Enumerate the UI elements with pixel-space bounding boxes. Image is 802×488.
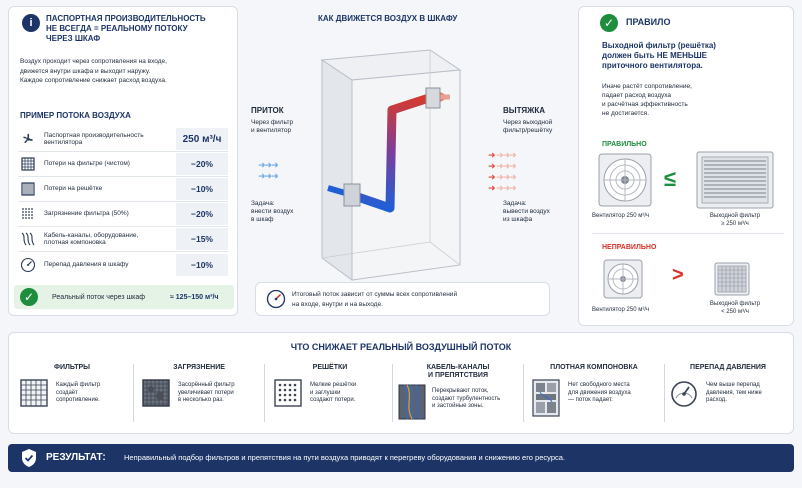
wrong-title: НЕПРАВИЛЬНО bbox=[602, 244, 657, 251]
flow-value: −15% bbox=[176, 228, 228, 250]
gauge-icon bbox=[266, 289, 286, 314]
check-icon: ✓ bbox=[20, 288, 38, 306]
rule-subtext: Иначе растёт сопротивление,падает расход… bbox=[602, 83, 692, 117]
cables-icon bbox=[18, 230, 38, 248]
center-title: КАК ДВИЖЕТСЯ ВОЗДУХ В ШКАФУ bbox=[318, 14, 458, 23]
pressure-gauge-icon bbox=[671, 381, 697, 407]
result-text: Неправильный подбор фильтров и препятств… bbox=[124, 453, 565, 462]
left-intro-text: Воздух проходит через сопротивления на в… bbox=[20, 58, 167, 84]
center-note-text: Итоговый поток зависит от суммы всех соп… bbox=[292, 291, 458, 308]
center-note bbox=[255, 282, 550, 316]
grille-icon bbox=[18, 180, 38, 198]
outflow-arrows: ➜ ➜➜➜ ➜ ➜➜➜ ➜ ➜➜➜ ➜ ➜➜➜ bbox=[488, 150, 517, 193]
rule-text: Выходной фильтр (решётка)должен быть НЕ … bbox=[602, 41, 716, 70]
factors-title: ЧТО СНИЖАЕТ РЕАЛЬНЫЙ ВОЗДУШНЫЙ ПОТОК bbox=[290, 342, 512, 352]
shield-check-icon bbox=[22, 449, 36, 467]
large-filter-image bbox=[696, 151, 774, 209]
cables-icon bbox=[398, 384, 426, 420]
dirty-filter-icon bbox=[18, 205, 38, 223]
fan-icon bbox=[18, 130, 38, 148]
flow-value: −20% bbox=[176, 203, 228, 225]
fan-image bbox=[603, 259, 643, 299]
info-icon: i bbox=[22, 14, 40, 32]
example-title: ПРИМЕР ПОТОКА ВОЗДУХА bbox=[20, 111, 131, 120]
result-bar bbox=[8, 444, 794, 472]
filter-icon bbox=[18, 155, 38, 173]
inflow-title: ПРИТОК bbox=[251, 106, 284, 115]
wrong-fan-label: Вентилятор 250 м³/ч bbox=[592, 307, 650, 313]
result-label: РЕЗУЛЬТАТ: bbox=[46, 452, 106, 463]
grille-icon bbox=[274, 379, 302, 407]
dirty-filter-icon bbox=[142, 379, 170, 407]
wrong-filter-label: Выходной фильтр< 250 м³/ч bbox=[709, 301, 761, 315]
flow-value: −20% bbox=[176, 153, 228, 175]
flow-row-cables: Кабель-каналы, оборудование,плотная комп… bbox=[18, 228, 228, 250]
rule-title: ПРАВИЛО bbox=[626, 17, 671, 27]
cabinet-diagram bbox=[320, 49, 462, 281]
result-label: Реальный поток через шкаф bbox=[52, 294, 145, 301]
flow-value: 250 м³/ч bbox=[176, 128, 228, 150]
check-icon: ✓ bbox=[600, 14, 618, 32]
correct-title: ПРАВИЛЬНО bbox=[602, 141, 647, 148]
flow-value: −10% bbox=[176, 178, 228, 200]
inflow-arrows: ➜➜➜➜➜➜ bbox=[258, 160, 279, 181]
correct-sign: ≤ bbox=[664, 166, 677, 191]
correct-fan-label: Вентилятор 250 м³/ч bbox=[592, 213, 650, 219]
fan-image bbox=[598, 153, 652, 207]
small-filter-image bbox=[714, 262, 750, 296]
filter-icon bbox=[20, 379, 48, 407]
flow-row-dirty-filter: Загрязнение фильтра (50%) −20% bbox=[18, 203, 228, 225]
pressure-gauge-icon bbox=[18, 256, 38, 274]
flow-row-grille: Потери на решётке −10% bbox=[18, 178, 228, 200]
flow-value: −10% bbox=[176, 254, 228, 276]
wrong-sign: > bbox=[672, 264, 684, 286]
result-row bbox=[14, 285, 234, 309]
dense-layout-icon bbox=[532, 379, 560, 417]
flow-row-filter: Потери на фильтре (чистом) −20% bbox=[18, 153, 228, 175]
correct-filter-label: Выходной фильтр≥ 250 м³/ч bbox=[709, 213, 761, 227]
flow-row-pressure: Перепад давления в шкафу −10% bbox=[18, 254, 228, 276]
result-value: ≈ 125–150 м³/ч bbox=[170, 294, 219, 301]
outflow-title: ВЫТЯЖКА bbox=[503, 106, 546, 115]
